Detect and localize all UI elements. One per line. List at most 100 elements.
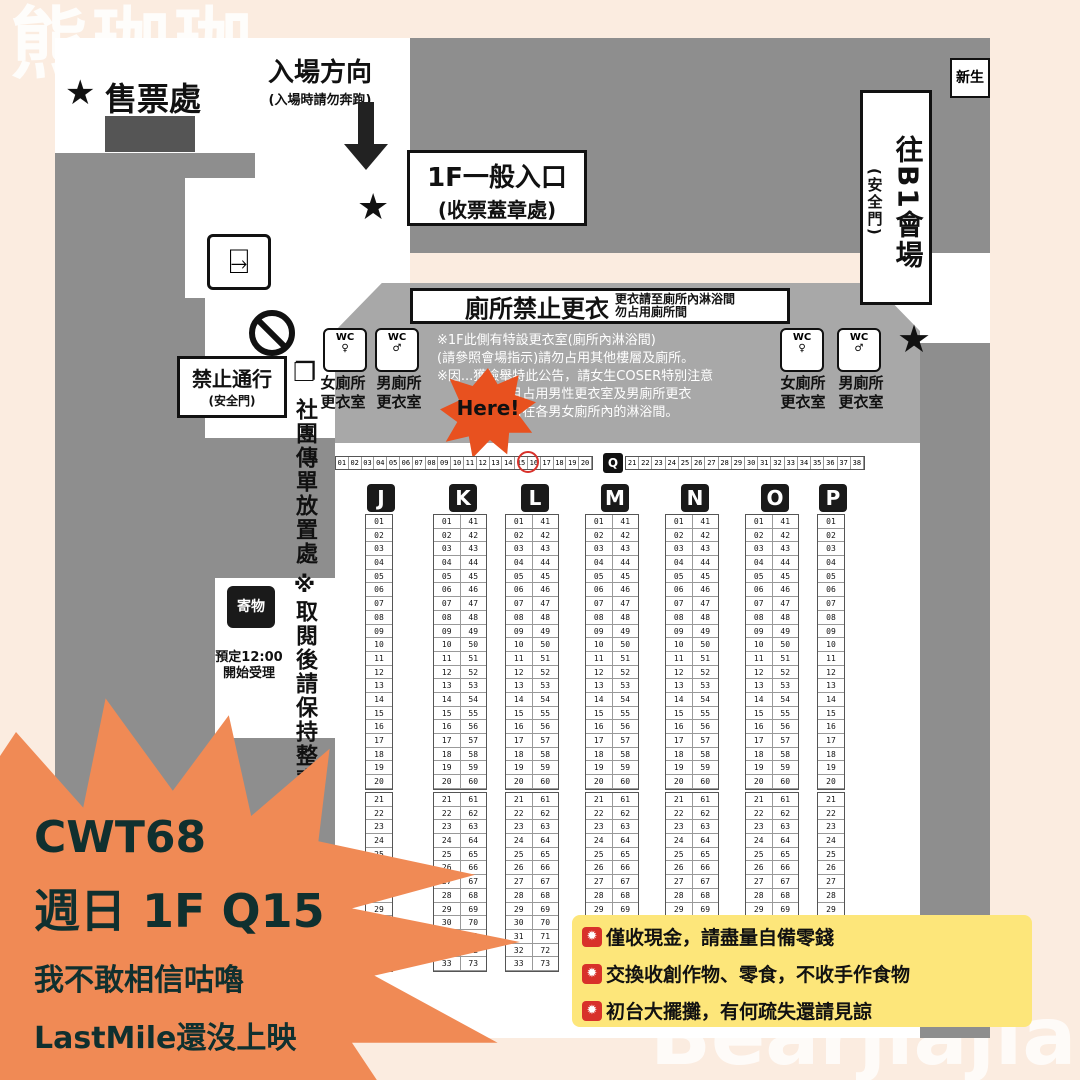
- booth-seat[interactable]: 05: [366, 570, 392, 584]
- booth-seat[interactable]: 21: [818, 793, 844, 807]
- booth-seat[interactable]: 02: [366, 529, 392, 543]
- booth-seat[interactable]: 08: [366, 611, 392, 625]
- booth-seat[interactable]: 23: [366, 820, 392, 835]
- booth-seat[interactable]: 24: [818, 834, 844, 848]
- booth-seat[interactable]: 16: [818, 720, 844, 734]
- booth-seat[interactable]: 27: [818, 875, 844, 889]
- booth-seat[interactable]: 06: [818, 583, 844, 598]
- booth-seat[interactable]: 14: [818, 693, 844, 707]
- booth-seat[interactable]: 04: [366, 556, 392, 570]
- booth-seat[interactable]: 06: [366, 583, 392, 598]
- booth-seat[interactable]: 12: [366, 666, 392, 680]
- booth-seat[interactable]: 04: [818, 556, 844, 570]
- booth-seat[interactable]: 20: [818, 775, 844, 789]
- booth-seat[interactable]: 22: [366, 807, 392, 821]
- booth-seat[interactable]: 14: [366, 693, 392, 707]
- booth-seat[interactable]: 17: [366, 734, 392, 748]
- booth-seat[interactable]: 22: [818, 807, 844, 821]
- booth-seat[interactable]: 01: [818, 515, 844, 529]
- booth-seat[interactable]: 12: [818, 666, 844, 680]
- booth-seat[interactable]: 18: [818, 748, 844, 762]
- booth-seat[interactable]: 03: [366, 542, 392, 557]
- booth-seat[interactable]: 02: [818, 529, 844, 543]
- booth-seat[interactable]: 26: [818, 861, 844, 876]
